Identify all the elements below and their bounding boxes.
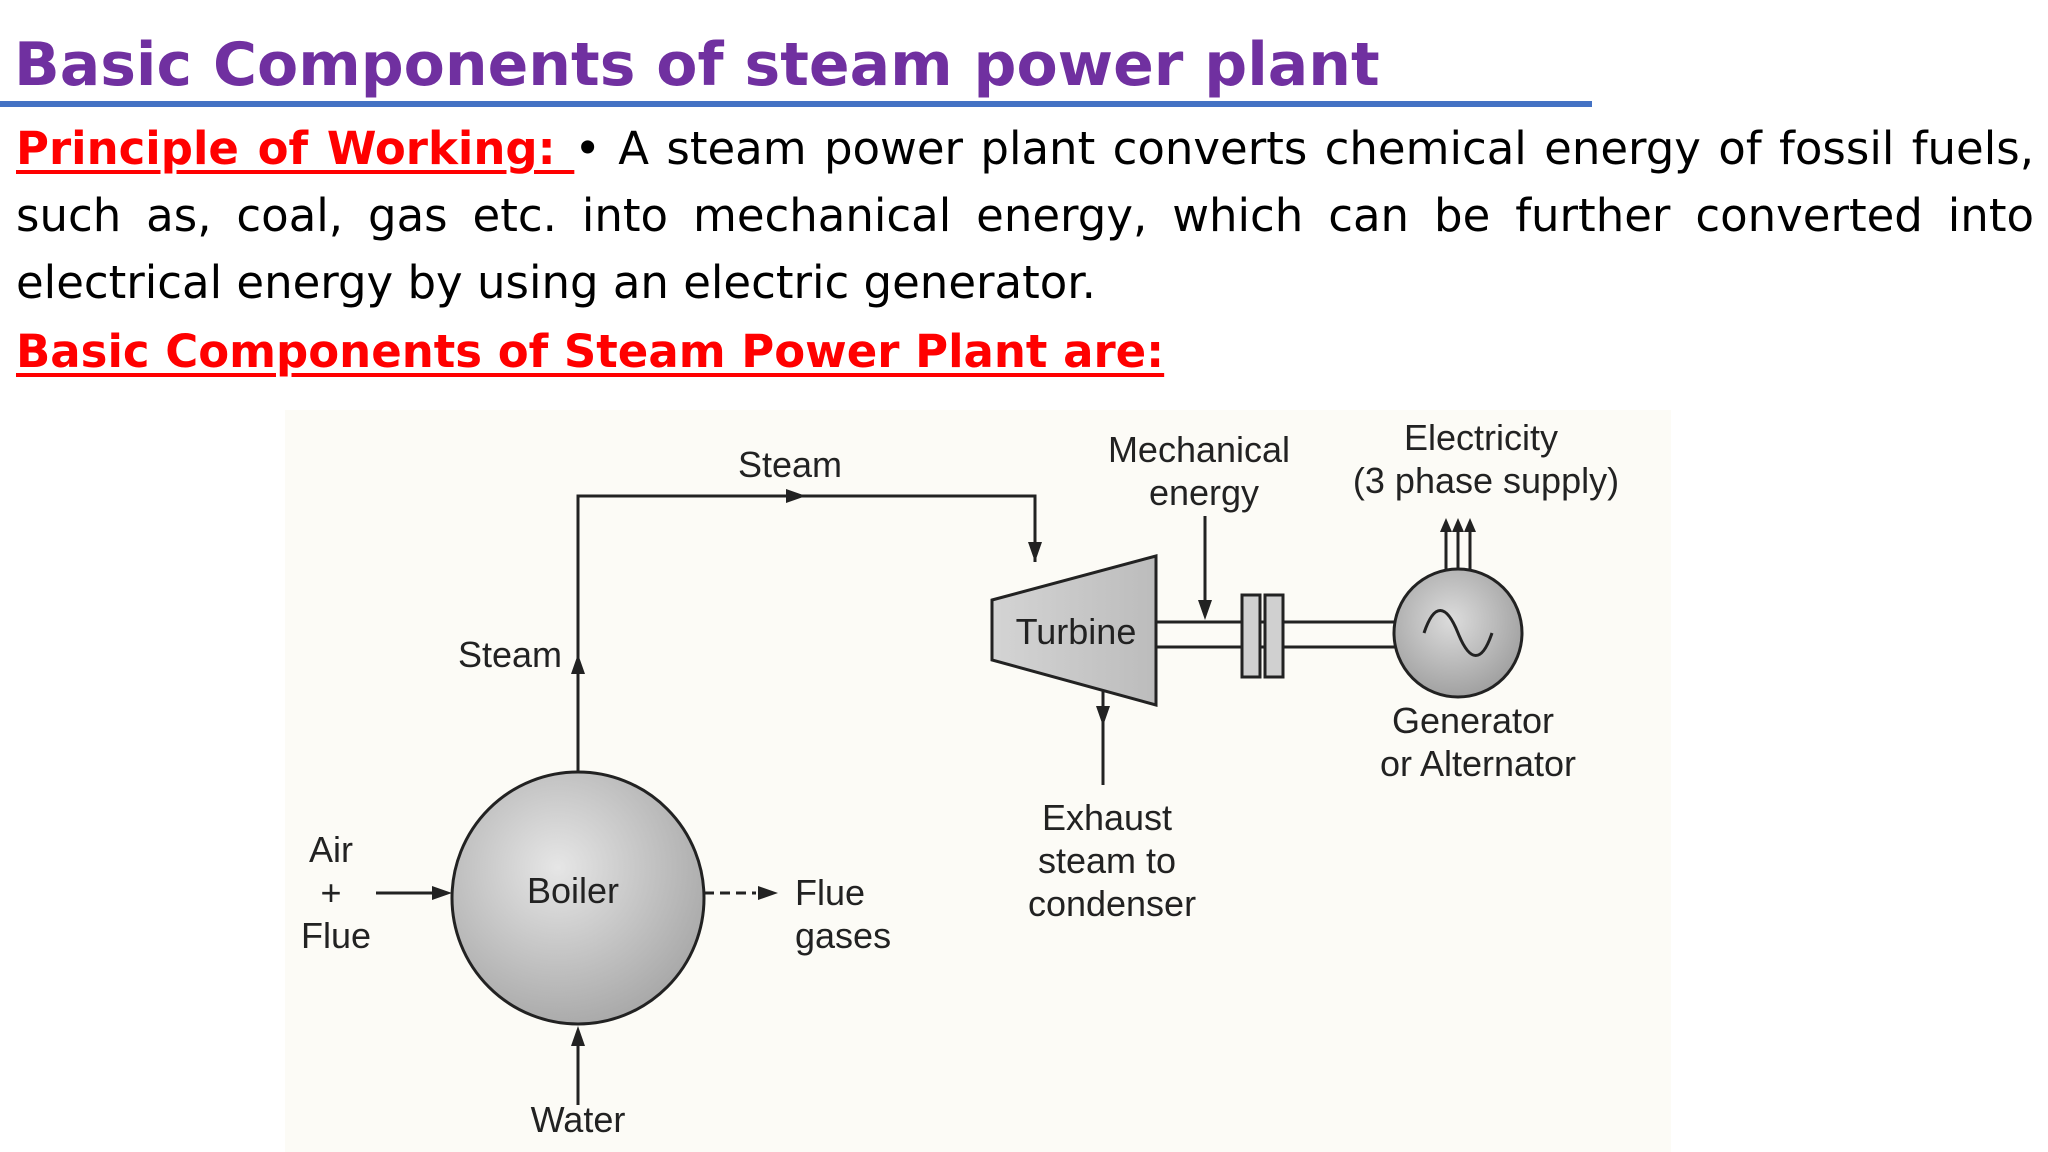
air-flue-line-1: Air [309,829,353,870]
principle-label: Principle of Working: [16,122,575,175]
air-flue-line-2: + [320,872,341,913]
steam-pipe [576,494,1037,772]
flue-gases-line-1: Flue [795,872,865,913]
exhaust-arrowhead [1096,706,1110,726]
boiler-vessel [450,770,706,1026]
components-heading: Basic Components of Steam Power Plant ar… [16,318,1164,385]
flue-gases-line-2: gases [795,915,891,956]
sine-wave-icon [1422,609,1494,657]
air-input-arrowhead [432,886,452,900]
electricity-label: Electricity (3 phase supply) [1353,417,1619,501]
mechanical-energy-line-1: Mechanical [1108,429,1290,470]
generator-line-2: or Alternator [1380,743,1576,784]
water-label: Water [531,1099,626,1140]
mechanical-energy-line-2: energy [1149,472,1259,513]
air-flue-line-3: Flue [301,915,371,956]
title-divider [0,101,1592,107]
turbine-label: Turbine [1016,611,1137,652]
turbine-casing [990,554,1158,707]
boiler-label: Boiler [527,870,619,911]
steam-up-arrowhead [571,654,585,674]
principle-text: • A steam power plant converts chemical … [16,122,2034,309]
principle-paragraph: Principle of Working: • A steam power pl… [16,115,2034,316]
steam-down-arrowhead [1028,542,1042,562]
diagram-background [285,410,1671,1152]
air-flue-label: Air + Flue [301,829,371,956]
steam-top-label: Steam [738,444,842,485]
up-arrows-icon [1440,518,1476,569]
electricity-line-2: (3 phase supply) [1353,460,1619,501]
generator-label: Generator or Alternator [1380,700,1576,784]
steam-right-arrowhead [786,489,806,503]
water-input-arrowhead [571,1026,585,1046]
page-title: Basic Components of steam power plant [14,30,1380,100]
generator-line-1: Generator [1392,700,1554,741]
shaft-coupling-right [1263,593,1285,679]
flue-gases-label: Flue gases [795,872,891,956]
exhaust-line-1: Exhaust [1042,797,1172,838]
mechanical-energy-arrowhead [1198,600,1212,620]
components-heading-text: Basic Components of Steam Power Plant ar… [16,325,1165,378]
exhaust-line-2: steam to [1038,840,1176,881]
electricity-line-1: Electricity [1404,417,1558,458]
exhaust-label: Exhaust steam to condenser [1028,797,1196,924]
flue-gases-arrowhead [758,886,778,900]
exhaust-line-3: condenser [1028,883,1196,924]
shaft-coupling-left [1240,593,1262,679]
steam-left-label: Steam [458,634,562,675]
mechanical-energy-label: Mechanical energy [1108,429,1300,513]
